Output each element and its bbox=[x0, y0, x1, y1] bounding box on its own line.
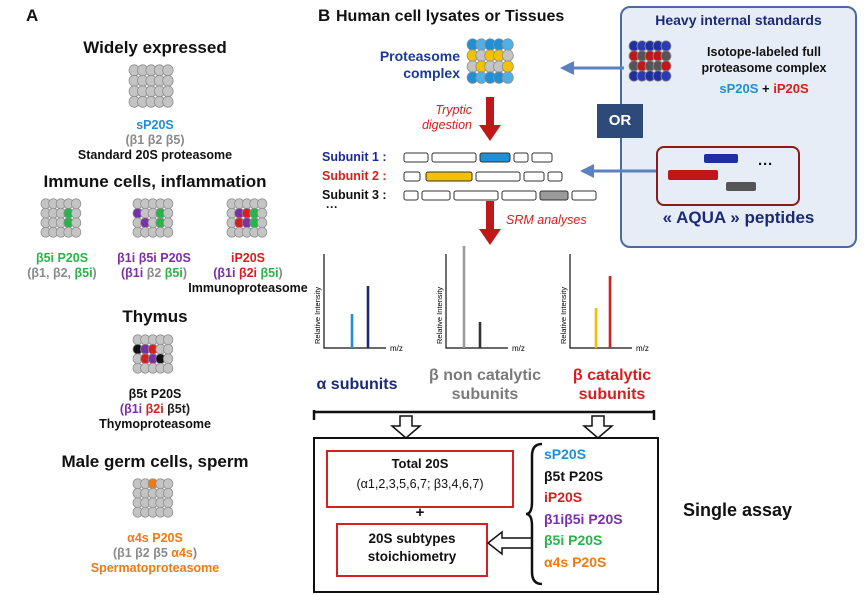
subunit-more-dots: ··· bbox=[326, 200, 338, 214]
isotope-proteasome-icon bbox=[628, 40, 672, 82]
aqua-to-peptides-arrow bbox=[580, 164, 656, 178]
spectrum-axes bbox=[445, 254, 508, 349]
sp20s-subunits: (β1 β2 β5) bbox=[125, 133, 185, 147]
spectrum-axes bbox=[569, 254, 632, 349]
spectrum-ylabel: Relative Intensity bbox=[559, 287, 568, 344]
male-germ-heading: Male germ cells, sperm bbox=[61, 452, 249, 471]
spectrum-ylabel: Relative Intensity bbox=[435, 287, 444, 344]
peptide-bars bbox=[403, 152, 597, 201]
sp20s-proteasome-icon bbox=[128, 64, 174, 108]
alpha-subunits-label: α subunits bbox=[316, 376, 398, 393]
total-20s-box bbox=[326, 450, 514, 508]
aqua-peptides-label: « AQUA » peptides bbox=[662, 208, 815, 227]
subunit-1-label: Subunit 1 : bbox=[322, 150, 387, 164]
list-a4s: α4s P20S bbox=[544, 553, 607, 570]
spectrum-xlabel: m/z bbox=[390, 344, 403, 353]
widely-expressed-heading: Widely expressed bbox=[83, 38, 227, 57]
b5t-p20s-subunits: (β1i β2i β5t) bbox=[119, 402, 191, 416]
sp20s-label: sP20S bbox=[136, 118, 174, 132]
panel-b-letter: B bbox=[318, 6, 331, 25]
b1i-b5i-proteasome-icon bbox=[132, 198, 174, 238]
merge-bracket bbox=[312, 410, 656, 439]
total-20s-formula: (α1,2,3,5,6,7; β3,4,6,7) bbox=[356, 477, 484, 491]
subtype-list: sP20S β5t P20S iP20S β1iβ5i P20S β5i P20… bbox=[544, 444, 623, 573]
list-b5t: β5t P20S bbox=[544, 467, 604, 484]
a4s-p20s-label: α4s P20S bbox=[127, 531, 183, 545]
heavy-complex-types: sP20S + iP20S bbox=[719, 81, 809, 96]
ip20s-subunits: (β1i β2i β5i) bbox=[213, 266, 283, 280]
list-b1ib5i: β1iβ5i P20S bbox=[544, 510, 623, 527]
aqua-more-dots: ··· bbox=[758, 156, 773, 173]
aqua-peptide-bars bbox=[668, 154, 756, 191]
b1i-b5i-p20s-subunits: (β1i β2 β5i) bbox=[121, 266, 187, 280]
total-20s-title: Total 20S bbox=[391, 456, 449, 471]
immunoproteasome-label: Immunoproteasome bbox=[188, 281, 308, 295]
spectrum-axes bbox=[323, 254, 386, 349]
digestion-arrow bbox=[479, 97, 501, 141]
list-b5i: β5i P20S bbox=[544, 532, 603, 548]
single-assay-label: Single assay bbox=[683, 500, 793, 520]
b5t-proteasome-icon bbox=[132, 334, 174, 374]
list-sp20s: sP20S bbox=[544, 446, 587, 462]
spectrum-xlabel: m/z bbox=[636, 344, 649, 353]
spermatoproteasome-label: Spermatoproteasome bbox=[90, 561, 220, 575]
sp20s-description: Standard 20S proteasome bbox=[77, 148, 233, 162]
panel-a-letter: A bbox=[26, 6, 39, 25]
heavy-to-complex-arrow bbox=[560, 61, 624, 75]
heavy-standards-title: Heavy internal standards bbox=[655, 12, 822, 28]
list-ip20s: iP20S bbox=[544, 489, 583, 505]
srm-spectra: Relative Intensity m/z Relative Intensity m… bbox=[313, 246, 649, 353]
b5i-p20s-subunits: (β1, β2, β5i) bbox=[27, 266, 97, 280]
b1i-b5i-p20s-label: β1i β5i P20S bbox=[117, 251, 191, 265]
plus-sign: + bbox=[415, 504, 425, 521]
subunit-3-label: Subunit 3 : bbox=[322, 188, 387, 202]
panel-b-title: Human cell lysates or Tissues bbox=[336, 8, 565, 25]
thymus-heading: Thymus bbox=[122, 307, 188, 326]
srm-analyses-label: SRM analyses bbox=[506, 213, 587, 227]
b5i-proteasome-icon bbox=[40, 198, 82, 238]
ip20s-proteasome-icon bbox=[226, 198, 268, 238]
b5i-p20s-label: β5i P20S bbox=[35, 251, 89, 265]
thymoproteasome-label: Thymoproteasome bbox=[99, 417, 211, 431]
ip20s-label: iP20S bbox=[230, 251, 266, 265]
immune-heading: Immune cells, inflammation bbox=[43, 172, 267, 191]
a4s-p20s-subunits: (β1 β2 β5 α4s) bbox=[112, 546, 198, 560]
colored-proteasome-icon bbox=[466, 38, 514, 84]
spectrum-xlabel: m/z bbox=[512, 344, 525, 353]
or-badge: OR bbox=[597, 104, 643, 138]
subtypes-box bbox=[336, 523, 488, 577]
subunit-2-label: Subunit 2 : bbox=[322, 169, 387, 183]
spectrum-ylabel: Relative Intensity bbox=[313, 287, 322, 344]
b5t-p20s-label: β5t P20S bbox=[128, 387, 182, 401]
srm-arrow bbox=[479, 201, 501, 245]
a4s-proteasome-icon bbox=[132, 478, 174, 518]
list-brace bbox=[525, 442, 543, 586]
